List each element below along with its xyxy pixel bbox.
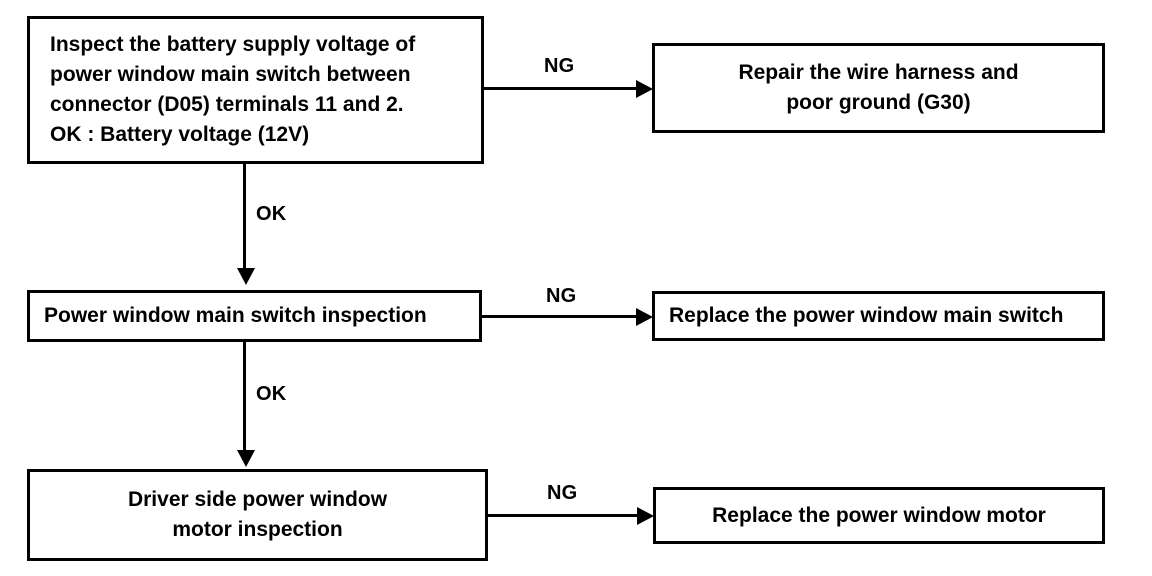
node-label: Driver side power window motor inspectio…: [127, 488, 388, 541]
node-replace-power-window-motor[interactable]: Replace the power window motor: [653, 487, 1105, 544]
edge-ok-1-arrowhead-icon: [237, 268, 255, 285]
edge-ng-3-arrowhead-icon: [637, 507, 654, 525]
node-label: Replace the power window motor: [712, 503, 1046, 527]
node-label: Replace the power window main switch: [669, 304, 1064, 328]
edge-ng-1-line: [484, 87, 639, 90]
edge-ng-2-line: [482, 315, 638, 318]
edge-ng-3-line: [488, 514, 638, 517]
edge-ng-2-arrowhead-icon: [636, 308, 653, 326]
edge-label-ng-1: NG: [544, 55, 575, 77]
edge-label-ng-2: NG: [546, 285, 577, 307]
node-power-window-main-switch-inspection[interactable]: Power window main switch inspection: [27, 290, 482, 342]
edge-ok-2-line: [243, 342, 246, 452]
edge-ng-1-arrowhead-icon: [636, 80, 653, 98]
node-repair-wire-harness[interactable]: Repair the wire harness and poor ground …: [652, 43, 1105, 133]
edge-ok-2-arrowhead-icon: [237, 450, 255, 467]
node-replace-power-window-main-switch[interactable]: Replace the power window main switch: [652, 291, 1105, 341]
edge-ok-1-line: [243, 164, 246, 270]
node-label: Power window main switch inspection: [44, 304, 427, 328]
edge-label-ok-2: OK: [256, 383, 287, 405]
node-inspect-battery-supply-voltage[interactable]: Inspect the battery supply voltage of po…: [27, 16, 484, 164]
edge-label-ng-3: NG: [547, 482, 578, 504]
edge-label-ok-1: OK: [256, 203, 287, 225]
node-driver-side-power-window-motor-inspection[interactable]: Driver side power window motor inspectio…: [27, 469, 488, 561]
node-label: Repair the wire harness and poor ground …: [738, 61, 1019, 114]
node-label: Inspect the battery supply voltage of po…: [50, 33, 416, 146]
